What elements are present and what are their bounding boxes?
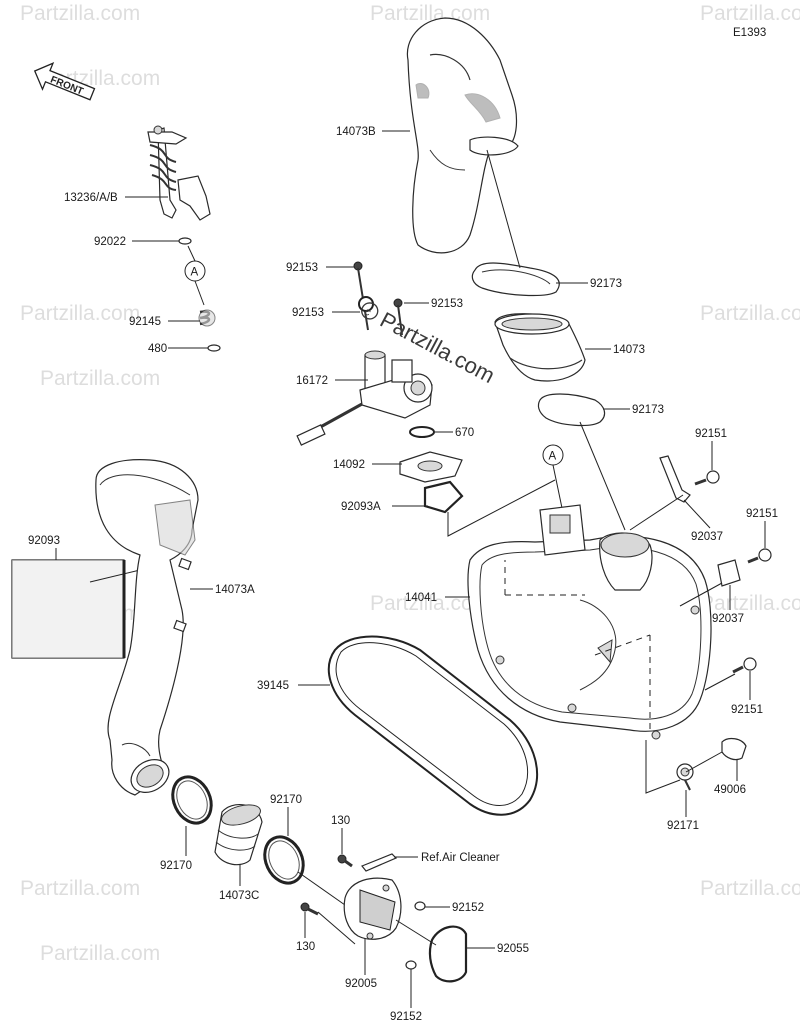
label-14073A: 14073A	[215, 584, 255, 596]
label-92151-upper: 92151	[695, 428, 727, 440]
reference-marker-a-upper: A	[184, 245, 206, 306]
flange-14092	[399, 451, 463, 483]
bolt-130-upper	[337, 854, 353, 868]
bolt-130-lower	[300, 902, 319, 916]
duct-14073	[494, 313, 586, 382]
coupling-14073C	[214, 804, 263, 866]
watermark-text: Partzilla.com	[370, 592, 490, 615]
cable-assembly-13236	[147, 125, 211, 221]
housing-92005	[343, 877, 402, 940]
bracket-92037-upper	[659, 455, 691, 503]
label-92022: 92022	[94, 236, 126, 248]
bolt-92153-top	[353, 261, 369, 331]
label-92055: 92055	[497, 943, 529, 955]
actuator-16172	[296, 350, 433, 446]
watermark-text: Partzilla.com	[40, 367, 160, 390]
clamp-92171	[676, 763, 694, 791]
watermark-text: Partzilla.com	[20, 877, 140, 900]
label-14073: 14073	[613, 344, 645, 356]
seal-92173-upper	[471, 262, 560, 297]
spring-92145	[198, 309, 216, 327]
watermark-text: Partzilla.com	[370, 2, 490, 25]
pin-ref-air-cleaner	[361, 853, 398, 872]
bracket-92037-lower	[717, 559, 741, 587]
label-92152-upper: 92152	[452, 902, 484, 914]
bolt-92151-mid	[747, 548, 772, 564]
gasket-92055	[428, 925, 468, 983]
svg-text:c: c	[362, 306, 373, 319]
label-14073B: 14073B	[336, 126, 376, 138]
clamp-92170-right	[263, 835, 305, 885]
label-670: 670	[455, 427, 474, 439]
watermark-text: Partzilla.com	[700, 2, 800, 25]
label-92171: 92171	[667, 820, 699, 832]
label-92093A: 92093A	[341, 501, 381, 513]
reference-marker-label: A	[549, 451, 557, 463]
label-92173-lower: 92173	[632, 404, 664, 416]
watermark-text: Partzilla.com	[20, 302, 140, 325]
label-13236: 13236/A/B	[64, 192, 118, 204]
grommet-49006	[721, 737, 747, 761]
label-92093: 92093	[28, 535, 60, 547]
oring-670	[409, 426, 435, 438]
watermark-text: Partzilla.com	[700, 877, 800, 900]
label-92170-left: 92170	[160, 860, 192, 872]
watermark-text: Partzilla.com	[20, 2, 140, 25]
bolt-92153-right	[393, 298, 403, 336]
label-92152-lower: 92152	[390, 1011, 422, 1023]
bolt-92151-lower	[732, 657, 757, 674]
label-92170-right: 92170	[270, 794, 302, 806]
label-92037-lower: 92037	[712, 613, 744, 625]
label-14041: 14041	[405, 592, 437, 604]
cover-14041	[467, 504, 712, 740]
reference-marker-a-lower: A	[542, 444, 564, 509]
ring-480	[207, 344, 221, 352]
label-92037-upper: 92037	[691, 531, 723, 543]
washer-92022	[178, 237, 192, 245]
grommet-92152-lower	[405, 960, 417, 970]
label-92173-upper: 92173	[590, 278, 622, 290]
label-92005: 92005	[345, 978, 377, 990]
gasket-92093A	[423, 480, 464, 514]
seal-92173-lower	[537, 393, 606, 427]
label-92151-mid: 92151	[746, 508, 778, 520]
label-14092: 14092	[333, 459, 365, 471]
label-92153-top: 92153	[286, 262, 318, 274]
label-480: 480	[148, 343, 167, 355]
label-ref-air-cleaner: Ref.Air Cleaner	[421, 852, 500, 864]
watermark-text: Partzilla.com	[700, 592, 800, 615]
duct-14073B	[406, 17, 519, 254]
label-92151-lower: 92151	[731, 704, 763, 716]
label-39145: 39145	[257, 680, 289, 692]
label-130-upper: 130	[331, 815, 350, 827]
grommet-92152-upper	[414, 901, 426, 911]
duct-14073A	[95, 459, 199, 796]
label-130-lower: 130	[296, 941, 315, 953]
watermark-text: Partzilla.com	[40, 942, 160, 965]
diagram-code: E1393	[733, 27, 766, 39]
clamp-92170-left	[171, 775, 213, 825]
label-92145: 92145	[129, 316, 161, 328]
belt-39145	[327, 635, 539, 816]
label-49006: 49006	[714, 784, 746, 796]
label-92153-right: 92153	[431, 298, 463, 310]
bolt-92151-upper	[694, 470, 720, 486]
label-14073C: 14073C	[219, 890, 259, 902]
filter-92093	[11, 559, 126, 659]
reference-marker-label: A	[191, 267, 199, 279]
label-16172: 16172	[296, 375, 328, 387]
watermark-text: Partzilla.com	[700, 302, 800, 325]
label-92153-mid: 92153	[292, 307, 324, 319]
